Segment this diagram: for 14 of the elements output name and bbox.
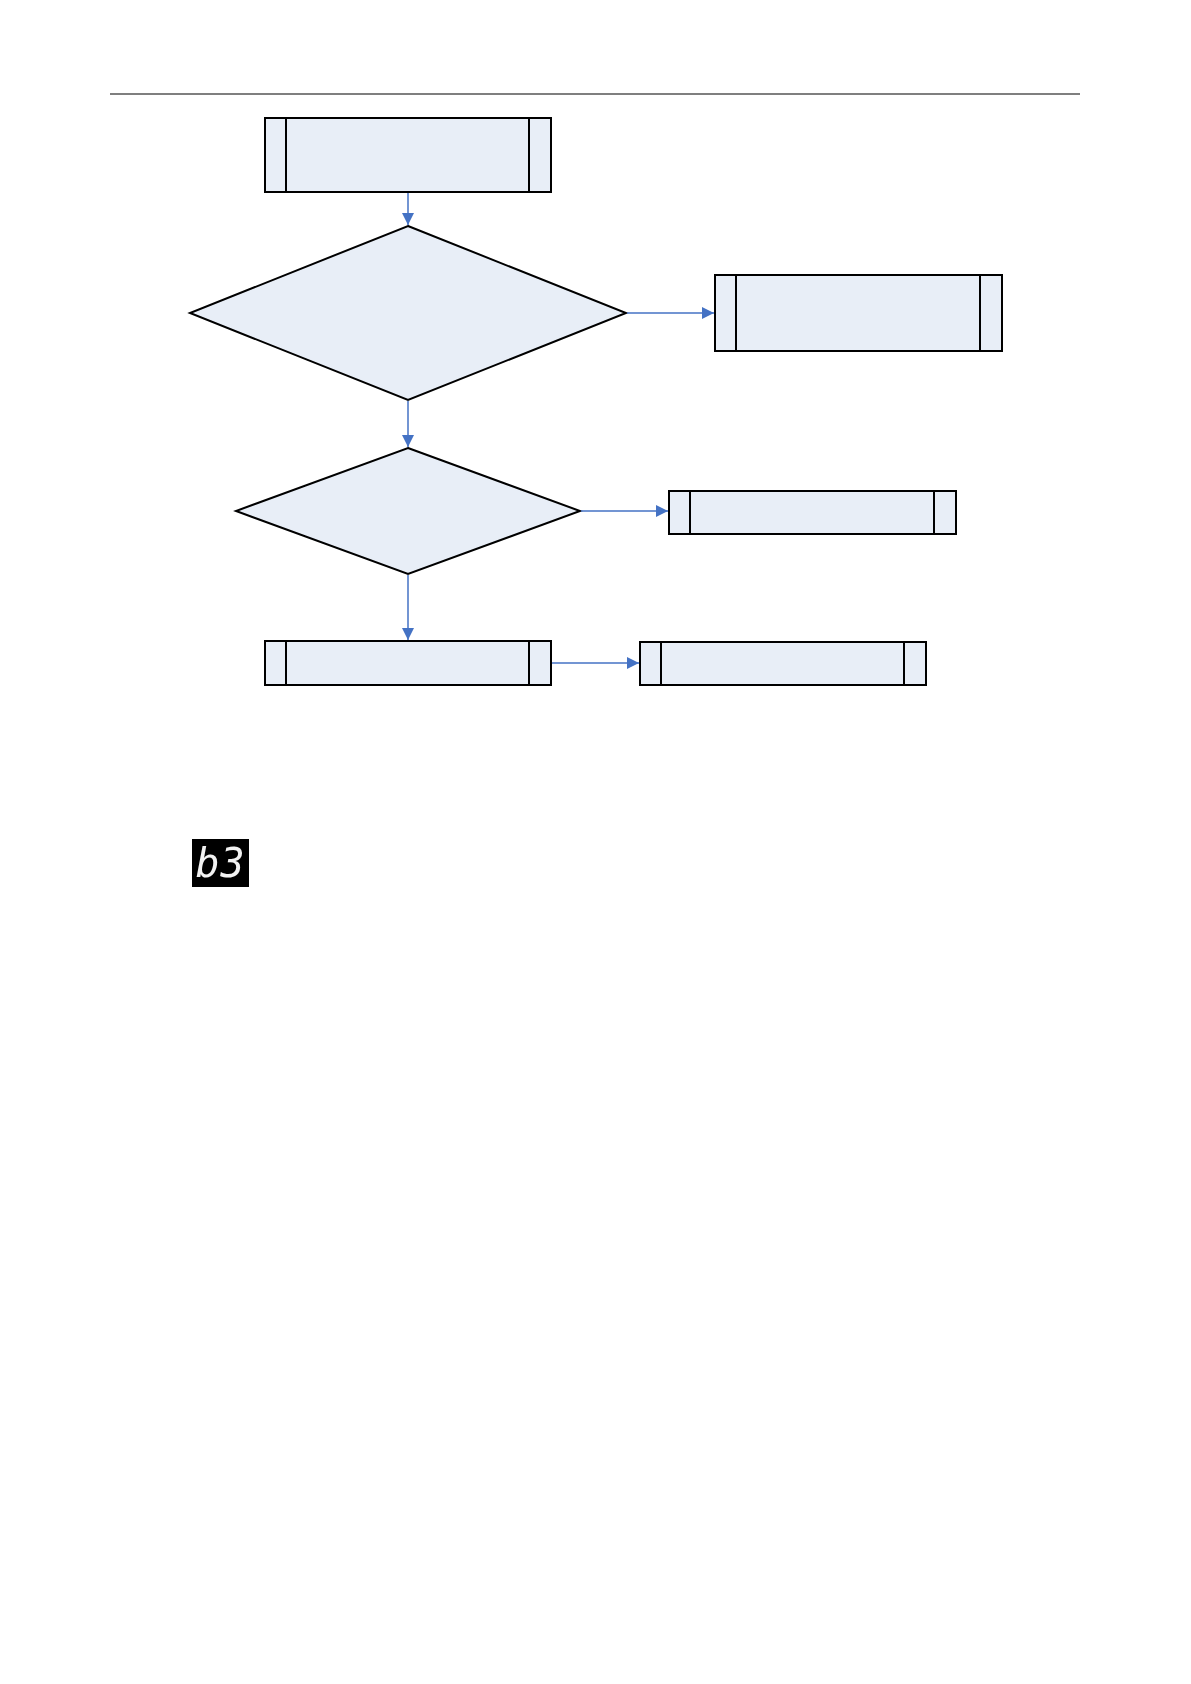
predefined-process-box	[264, 117, 552, 193]
arrow	[551, 657, 640, 669]
arrow	[580, 505, 669, 517]
arrow	[402, 400, 414, 448]
predefined-process-box	[668, 490, 957, 535]
predefined-process-box	[639, 641, 927, 686]
predefined-process-box	[264, 640, 552, 686]
predefined-process-box	[714, 274, 1003, 352]
decision-diamond	[189, 225, 627, 401]
arrow	[402, 574, 414, 641]
arrow	[626, 307, 715, 319]
decision-diamond	[235, 447, 581, 575]
display-readout: b3	[192, 839, 249, 887]
arrow	[402, 192, 414, 226]
